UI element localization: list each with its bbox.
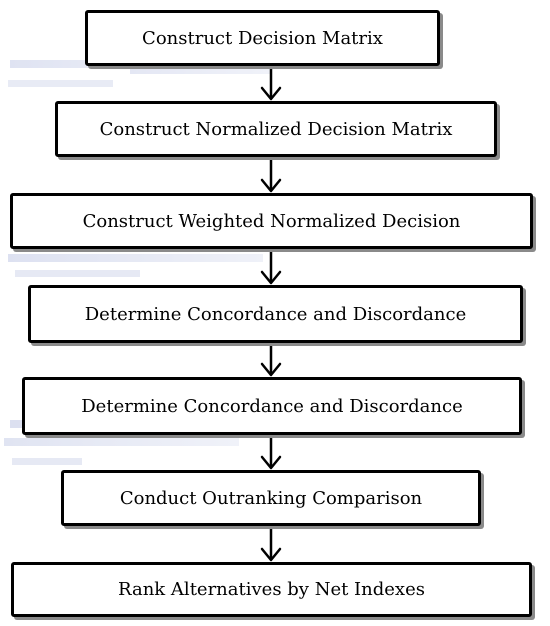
background-bleed-text xyxy=(15,270,140,277)
background-bleed-text xyxy=(12,458,82,465)
step-box-determine-concordance-discordance-2: Determine Concordance and Discordance xyxy=(22,377,522,435)
arrow-6-to-7 xyxy=(260,524,282,562)
step-box-rank-alternatives-by-net-indexes: Rank Alternatives by Net Indexes xyxy=(11,562,532,617)
arrow-4-to-5 xyxy=(260,341,282,377)
step-box-determine-concordance-discordance-1: Determine Concordance and Discordance xyxy=(28,285,523,343)
step-box-conduct-outranking-comparison: Conduct Outranking Comparison xyxy=(61,470,481,526)
step-box-construct-decision-matrix: Construct Decision Matrix xyxy=(85,10,440,66)
background-bleed-text xyxy=(4,438,239,446)
background-bleed-text xyxy=(8,80,113,87)
arrow-5-to-6 xyxy=(260,433,282,470)
step-label: Determine Concordance and Discordance xyxy=(81,395,463,417)
step-label: Construct Normalized Decision Matrix xyxy=(99,118,453,140)
step-box-construct-weighted-normalized-decision: Construct Weighted Normalized Decision xyxy=(10,193,533,249)
arrow-3-to-4 xyxy=(260,247,282,285)
step-label: Determine Concordance and Discordance xyxy=(84,303,467,325)
step-label: Construct Weighted Normalized Decision xyxy=(82,210,461,232)
background-bleed-text xyxy=(8,254,263,262)
step-label: Conduct Outranking Comparison xyxy=(119,487,423,509)
background-bleed-text xyxy=(130,66,270,74)
arrow-2-to-3 xyxy=(260,155,282,193)
step-box-construct-normalized-decision-matrix: Construct Normalized Decision Matrix xyxy=(55,101,497,157)
step-label: Construct Decision Matrix xyxy=(142,27,383,49)
step-label: Rank Alternatives by Net Indexes xyxy=(118,579,425,600)
